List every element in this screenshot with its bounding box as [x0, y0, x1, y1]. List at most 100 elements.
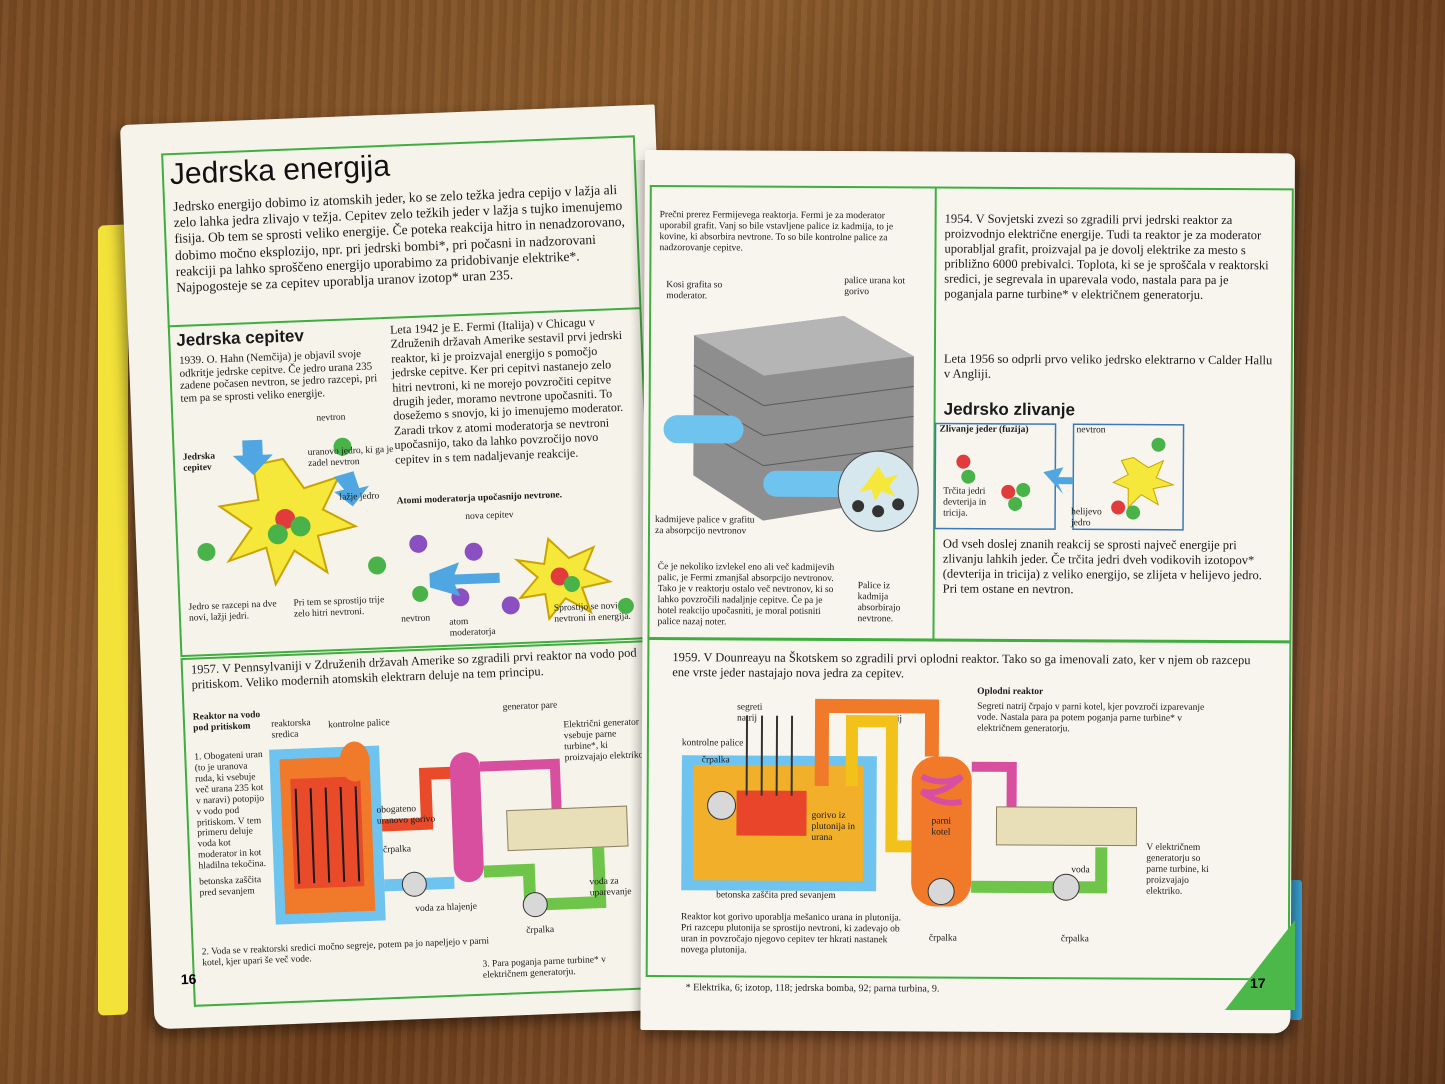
electric-generator [995, 806, 1138, 847]
lbl-sredica: reaktorska sredica [270, 718, 311, 741]
page-number-right: 17 [1250, 975, 1266, 991]
pressurizer [339, 741, 370, 782]
fermi-reactor-diagram [663, 316, 919, 532]
lbl-nevtron-fusion: nevtron [1076, 425, 1106, 436]
control-rods [294, 786, 361, 884]
nucleus-red [275, 508, 296, 529]
arrow-icon [429, 562, 500, 597]
lbl-palice-urana: palice urana kot gorivo [844, 276, 906, 298]
lbl-betonska: betonska zaščita pred sevanjem [198, 875, 262, 899]
page-number-left: 16 [180, 970, 197, 988]
nucleus-red [550, 567, 569, 586]
lbl-ce-nekoliko: Če je nekoliko izvlekel eno ali več kadm… [657, 562, 835, 628]
lbl-helij: helijevo jedro [1071, 507, 1102, 529]
boiler-coil [919, 773, 964, 806]
p-1959: 1959. V Dounreayu na Škotskem so zgradil… [672, 650, 1251, 681]
tritium-ball [1016, 482, 1031, 497]
lbl-obogateni: 1. Obogateni uran (to je uranova ruda, k… [194, 749, 267, 872]
graphite-top [694, 316, 914, 376]
lbl-nova: nova cepitev [465, 510, 514, 523]
moderator-atom [464, 542, 483, 561]
neutron-ball [617, 597, 634, 614]
footnote: * Elektrika, 6; izotop, 118; jedrska bom… [685, 982, 940, 995]
fusion-box-right [1072, 423, 1185, 531]
fission-diagram [197, 437, 387, 588]
steam-pipe [479, 758, 562, 809]
lbl-palice-kadmija: Palice iz kadmija absorbirajo nevtrone. [857, 581, 901, 625]
p-1954: 1954. V Sovjetski zvezi so zgradili prvi… [944, 211, 1269, 302]
water-pipe [971, 847, 1108, 894]
uranium-dot [872, 505, 885, 518]
helium-ball [1126, 505, 1141, 520]
neutron-ball [333, 437, 352, 456]
tritium-ball [1001, 484, 1016, 499]
lbl-crpalka2: črpalka [526, 924, 555, 936]
tritium-ball [1008, 496, 1023, 511]
control-rods [745, 715, 794, 796]
uranium-dot [892, 498, 905, 511]
hot-pipe [381, 766, 466, 832]
moderator-diagram [409, 534, 634, 622]
lbl-betonska-r: betonska zaščita pred sevanjem [716, 890, 836, 902]
pump-icon [522, 892, 548, 918]
spark-icon [859, 466, 899, 502]
p-1956: Leta 1956 so odprli prvo veliko jedrsko … [943, 351, 1273, 381]
nucleus-green [563, 575, 580, 592]
pump-icon [1052, 873, 1080, 901]
neutron-ball [1151, 437, 1166, 452]
zlivanje-heading: Jedrsko zlivanje [943, 399, 1076, 420]
hot-sodium-pipe [814, 698, 940, 786]
lbl-gorivo: gorivo iz plutonija in urana [811, 810, 856, 843]
cold-sodium-pipe [845, 715, 912, 853]
steam-pipe [971, 761, 1017, 807]
neutron-ball [197, 542, 216, 561]
electric-generator [506, 805, 629, 852]
p-1939: 1939. O. Hahn (Nemčija) je objavil svoje… [178, 347, 378, 405]
lbl-parni-kotel: parni kotel [931, 816, 952, 838]
intro-text: Jedrsko energijo dobimo iz atomskih jede… [172, 181, 626, 295]
lbl-kadmijeve: kadmijeve palice v grafitu za absorpcijo… [654, 515, 755, 537]
lbl-generator: generator pare [502, 700, 558, 713]
cadmium-rod [663, 415, 744, 444]
fusion-diagram [934, 422, 1185, 531]
pump-icon [401, 871, 427, 897]
neutron-ball [368, 556, 387, 575]
uranium-dot [852, 500, 865, 513]
left-page: Jedrska energija Jedrsko energijo dobimo… [120, 104, 690, 1030]
helium-ball [1111, 500, 1126, 515]
moderator-atom [501, 596, 520, 615]
p-zlivanje: Od vseh doslej znanih reakcij se sprosti… [942, 536, 1262, 597]
steam-generator [449, 752, 484, 883]
lbl-kontrolne-r: kontrolne palice [681, 738, 744, 749]
right-page: Prečni prerez Fermijevega reaktorja. Fer… [640, 150, 1295, 1034]
lbl-nevtron2: nevtron [401, 613, 431, 625]
lbl-crpalka-r: črpalka [701, 755, 730, 766]
explosion-shape [1112, 457, 1175, 509]
reactor-core [736, 790, 807, 836]
lbl-voda: voda [1071, 865, 1090, 876]
arrow-icon [1043, 467, 1074, 495]
nucleus-green [290, 516, 311, 537]
book-cover-edge [98, 224, 128, 1016]
lbl-atom-mod: atom moderatorja [449, 616, 496, 639]
lbl-zlivanje-jeder: Zlivanje jeder (fuzija) [939, 424, 1029, 436]
lbl-trcita: Trčita jedri devterija in tricija. [943, 486, 987, 519]
lbl-razcepi: Jedro se razcepi na dve novi, lažji jedr… [188, 599, 277, 624]
lbl-crpalka3-r: črpalka [1060, 934, 1089, 945]
lbl-crpalka2-r: črpalka [928, 933, 957, 944]
lbl-obogateno-gorivo: obogateno uranovo gorivo [376, 804, 436, 827]
arrow-icon [232, 439, 273, 476]
brick-lines [693, 364, 914, 467]
lbl-sprostijo2: Sprostijo se novi nevtroni in energija. [553, 601, 632, 625]
lbl-crpalka: črpalka [382, 844, 412, 856]
lbl-jedrska-cepitev: Jedrska cepitev [182, 451, 216, 474]
lbl-vel-gen: V električnem generatorju so parne turbi… [1146, 842, 1209, 897]
lbl-sprostijo: Pri tem se sprostijo trije zelo hitri ne… [293, 595, 385, 620]
lbl-uranovo: uranovo jedro, ki ga je zadel nevtron [307, 444, 394, 469]
lbl-reaktor-gorivo: Reaktor kot gorivo uporablja mešanico ur… [680, 912, 902, 956]
deuterium-ball [956, 454, 971, 469]
pump-icon [927, 878, 955, 906]
fermi-caption: Prečni prerez Fermijevega reaktorja. Fer… [659, 210, 894, 254]
p-1942: Leta 1942 je E. Fermi (Italija) v Chicag… [389, 314, 624, 467]
lbl-lazje: lažje jedro [339, 491, 380, 503]
